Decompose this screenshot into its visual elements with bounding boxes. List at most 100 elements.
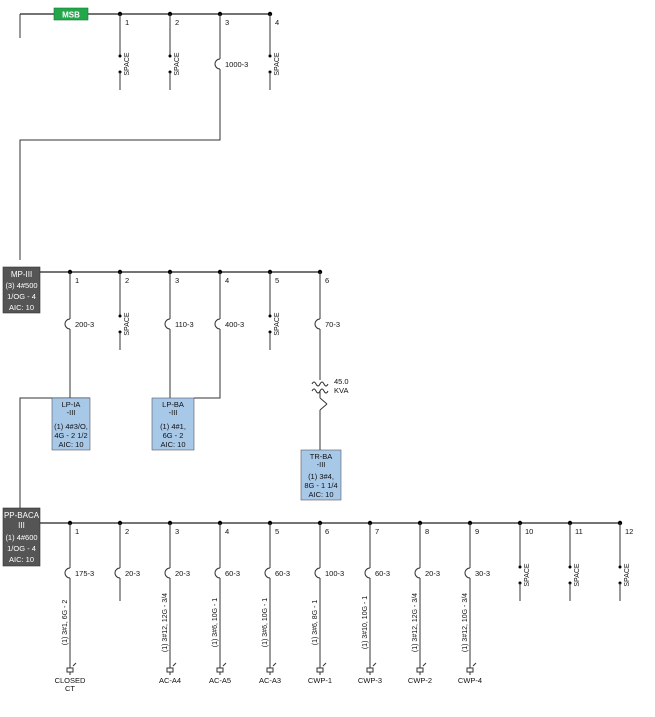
mp-name: MP-III xyxy=(11,270,32,279)
pp-slot-9-cable-label: (1) 3#12, 10G - 3/4 xyxy=(462,593,469,652)
mp-slot-6-number: 6 xyxy=(325,276,329,285)
mp-slot-3-breaker-label: 110-3 xyxy=(175,320,194,329)
lpba-panel[interactable]: LP-BA -III (1) 4#1, 6G - 2 AIC: 10 xyxy=(151,397,195,451)
msb-slot-4-contact-top xyxy=(268,54,272,58)
pp-slot-3-breaker-label: 20-3 xyxy=(175,569,190,578)
pp-slot-7[interactable]: 7 60-3 (1) 3#10, 10G - 1 CWP-3 xyxy=(358,520,390,685)
mp-slot-4-breaker-label: 400-3 xyxy=(225,320,244,329)
pp-slot-8-number: 8 xyxy=(425,527,429,536)
msb-slot-2-contact-top xyxy=(168,54,172,58)
trba-panel[interactable]: TR-BA -III (1) 3#4, 8G - 1 1/4 AIC: 10 xyxy=(300,449,342,501)
msb-slot-1-space-label: SPACE xyxy=(124,52,131,76)
mp-slot-2-space-label: SPACE xyxy=(124,312,131,336)
mp-slot-6[interactable]: 670-3 xyxy=(314,269,340,338)
mp-panel[interactable]: MP-III (3) 4#500 1/OG - 4 AIC: 10 xyxy=(2,266,41,314)
pp-slot-4[interactable]: 460-3(1) 3#6, 10G - 1AC-A5 xyxy=(209,520,240,685)
mp-to-pp-feeder xyxy=(19,338,71,508)
trba-aic: AIC: 10 xyxy=(308,490,333,499)
pp-slot-6-cable-label: (1) 3#6, 8G - 1 xyxy=(312,600,319,646)
pp-slot-7-number: 7 xyxy=(375,527,379,536)
mp-aic: AIC: 10 xyxy=(9,303,34,312)
pp-slot-6-load-label: CWP-1 xyxy=(308,676,332,685)
lpba-ground: 6G - 2 xyxy=(163,431,184,440)
pp-slot-7-cable-label: (1) 3#10, 10G - 1 xyxy=(362,596,369,649)
mp-slot-1-breaker-icon xyxy=(64,318,71,330)
transformer-primary-coil xyxy=(311,381,329,387)
pp-slot-2[interactable]: 220-3 xyxy=(114,520,140,601)
pp-slot-5-load-icon xyxy=(266,662,277,675)
msb-slot-1-number: 1 xyxy=(125,18,129,27)
pp-slot-10-space-label: SPACE xyxy=(524,563,531,587)
mp-slot-2-number: 2 xyxy=(125,276,129,285)
pp-slot-11-contact-top xyxy=(568,565,572,569)
pp-panel[interactable]: PP-BACA III (1) 4#600 1/OG - 4 AIC: 10 xyxy=(2,507,41,567)
msb-label: MSB xyxy=(62,11,80,20)
pp-ground: 1/OG - 4 xyxy=(7,544,36,553)
pp-slot-10-contact-top xyxy=(518,565,522,569)
mp-slot-6-breaker-icon xyxy=(314,318,321,330)
lpia-ground: 4G - 2 1/2 xyxy=(54,431,87,440)
pp-slot-4-breaker-icon xyxy=(214,567,221,579)
pp-slot-8-load-icon xyxy=(416,662,427,675)
pp-slot-5-breaker-icon xyxy=(264,567,271,579)
pp-slot-9-load-label: CWP-4 xyxy=(458,676,482,685)
pp-slot-12-contact-top xyxy=(618,565,622,569)
mp-slot-3-number: 3 xyxy=(175,276,179,285)
mp-slot-5-contact-top xyxy=(268,314,272,318)
pp-slot-9-breaker-icon xyxy=(464,567,471,579)
trba-box xyxy=(300,449,342,501)
transformer[interactable]: 45.0 KVA xyxy=(311,377,349,450)
trba-name-suffix: -III xyxy=(317,460,326,469)
pp-slot-9-number: 9 xyxy=(475,527,479,536)
pp-panel-box xyxy=(2,507,41,567)
pp-slot-4-number: 4 xyxy=(225,527,229,536)
pp-slot-1-number: 1 xyxy=(75,527,79,536)
pp-slot-11-number: 11 xyxy=(575,527,583,536)
lpia-box xyxy=(51,397,91,451)
mp-slot-4[interactable]: 4 400-3 xyxy=(214,269,244,338)
pp-slot-7-breaker-label: 60-3 xyxy=(375,569,390,578)
pp-slot-7-load-label: CWP-3 xyxy=(358,676,382,685)
mp-slot-3-breaker-icon xyxy=(164,318,171,330)
pp-slot-2-number: 2 xyxy=(125,527,129,536)
msb-slot-2-space-label: SPACE xyxy=(174,52,181,76)
msb-label-box[interactable] xyxy=(53,7,89,21)
pp-slot-6-number: 6 xyxy=(325,527,329,536)
pp-slot-5-number: 5 xyxy=(275,527,279,536)
msb-to-mp-feeder xyxy=(19,90,221,260)
pp-slot-3[interactable]: 320-3(1) 3#12, 12G - 3/4AC-A4 xyxy=(159,520,190,685)
pp-slot-10-number: 10 xyxy=(525,527,533,536)
pp-slot-4-load-icon xyxy=(216,662,227,675)
pp-slot-3-breaker-icon xyxy=(164,567,171,579)
pp-slot-5[interactable]: 560-3(1) 3#6, 10G - 1AC-A3 xyxy=(259,520,290,685)
pp-slot-3-load-label: AC-A4 xyxy=(159,676,181,685)
pp-name: PP-BACA xyxy=(4,511,40,520)
lpia-panel[interactable]: LP-IA -III (1) 4#3/O, 4G - 2 1/2 AIC: 10 xyxy=(51,397,91,451)
pp-slot-3-cable-label: (1) 3#12, 12G - 3/4 xyxy=(162,593,169,652)
msb-slot-4-space-label: SPACE xyxy=(274,52,281,76)
pp-slot-12-space-label: SPACE xyxy=(624,563,631,587)
mp-slot-1-breaker-label: 200-3 xyxy=(75,320,94,329)
mp-slot-3[interactable]: 3 110-3 xyxy=(164,269,194,338)
lpba-aic: AIC: 10 xyxy=(160,440,185,449)
pp-slot-1-load-icon xyxy=(66,662,77,675)
mp-panel-box xyxy=(2,266,41,314)
mp-slot-4-number: 4 xyxy=(225,276,229,285)
pp-slot-6-load-icon xyxy=(316,662,327,675)
